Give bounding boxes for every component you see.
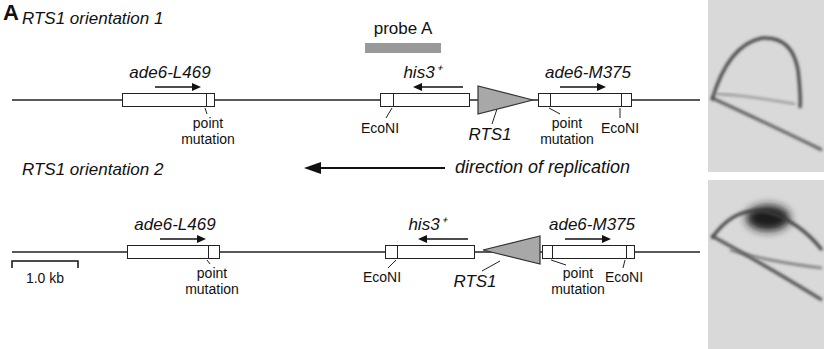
- triangle-shape: [483, 236, 540, 264]
- site-label: EcoNI: [363, 269, 401, 285]
- gene-name: ade6-L469: [129, 63, 210, 83]
- gene-box: ade6-M375: [542, 245, 635, 259]
- mutation-label: point mutation: [181, 115, 235, 147]
- probe-name: probe A: [374, 19, 433, 39]
- gene-box: ade6-L469: [122, 93, 215, 107]
- site-tick: [552, 246, 553, 258]
- mutation-label: point mutation: [540, 115, 594, 147]
- element-name: RTS1: [468, 125, 511, 145]
- gene-box: ade6-L469: [127, 245, 220, 259]
- gene-rectangle: [380, 93, 470, 107]
- mutation-label: point mutation: [185, 265, 239, 297]
- gene-name: ade6-M375: [545, 63, 631, 83]
- site-label: EcoNI: [361, 120, 399, 136]
- site-tick: [621, 94, 622, 106]
- scale-bar: [12, 261, 78, 268]
- site-tick: [397, 246, 398, 258]
- site-tick: [626, 246, 627, 258]
- probe-rectangle: [365, 43, 441, 53]
- gene-name: his3⁺: [403, 63, 440, 83]
- gene-name: ade6-L469: [134, 215, 215, 235]
- site-tick: [550, 94, 551, 106]
- site-tick: [393, 94, 394, 106]
- gene-box: ade6-M375: [538, 93, 632, 107]
- site-tick: [208, 246, 209, 258]
- gene-arrow: [155, 83, 606, 91]
- gene-arrow: [160, 235, 611, 243]
- gene-box: his3⁺: [380, 93, 470, 107]
- gene-rectangle: [542, 245, 635, 259]
- panel-letter: A: [3, 0, 19, 25]
- blot-image: [708, 180, 824, 349]
- rts1-triangle: RTS1: [483, 236, 540, 264]
- gene-rectangle: [385, 245, 475, 259]
- site-label: EcoNI: [605, 269, 643, 285]
- replication-label: direction of replication: [455, 157, 630, 178]
- site-tick: [206, 94, 207, 106]
- gene-box: his3⁺: [385, 245, 475, 259]
- replication-arrow: [304, 162, 445, 174]
- probe-bar: probe A: [365, 43, 441, 53]
- gene-name: ade6-M375: [549, 215, 635, 235]
- site-label: EcoNI: [601, 120, 639, 136]
- element-name: RTS1: [453, 272, 496, 292]
- triangle-shape: [478, 86, 533, 114]
- gene-rectangle: [127, 245, 220, 259]
- construct-title: RTS1 orientation 1: [22, 9, 163, 29]
- rts1-triangle: RTS1: [478, 86, 533, 114]
- mutation-label: point mutation: [551, 265, 605, 297]
- blot-image: [708, 0, 824, 172]
- gene-name: his3⁺: [408, 215, 445, 235]
- gene-rectangle: [122, 93, 215, 107]
- construct-title: RTS1 orientation 2: [22, 160, 163, 180]
- gene-rectangle: [538, 93, 632, 107]
- scale-label: 1.0 kb: [26, 270, 64, 286]
